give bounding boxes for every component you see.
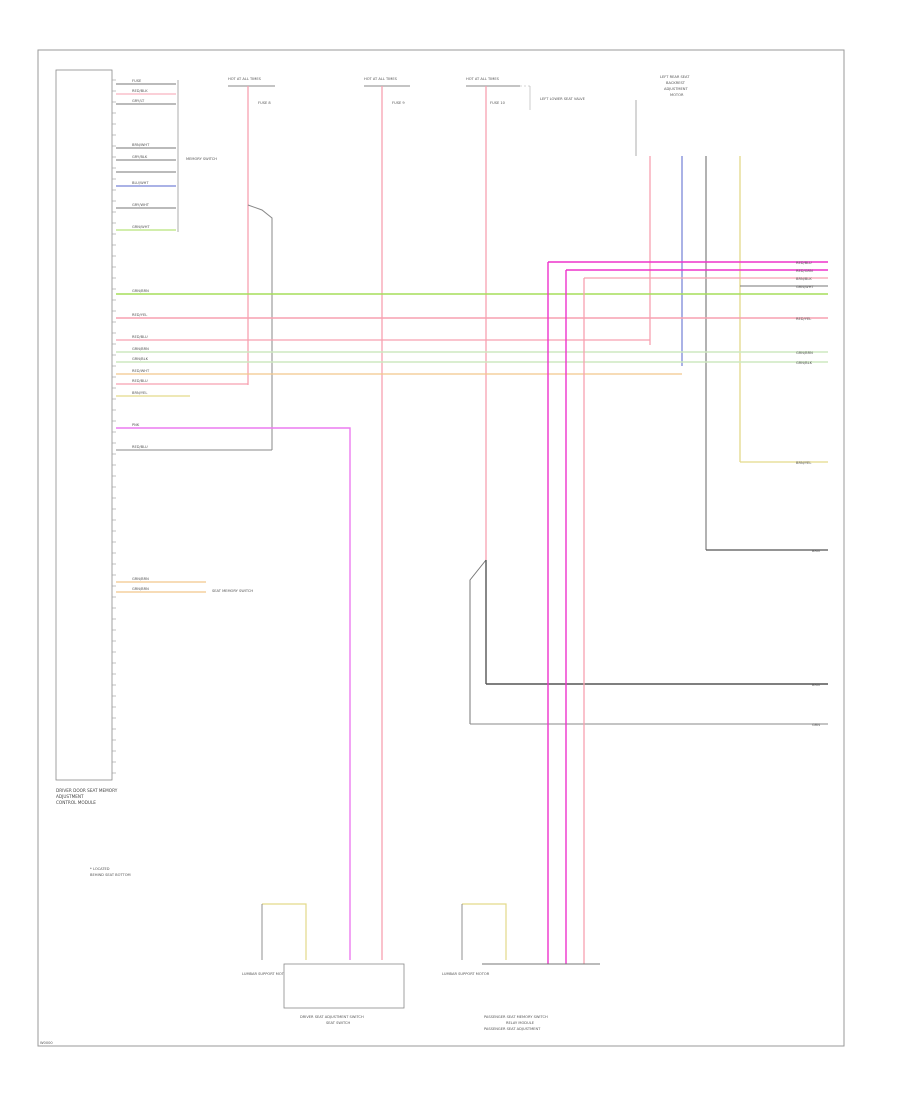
left-lower-seat-valve: LEFT LOWER SEAT VALVE xyxy=(540,97,586,101)
pin-label-5: BLU/WHT xyxy=(132,181,149,185)
right-label-9: BRN xyxy=(812,683,820,687)
page-id: W0000 xyxy=(40,1041,53,1045)
module-pin-ticks xyxy=(112,79,116,774)
module-caption-3: CONTROL MODULE xyxy=(56,800,96,805)
bottom-drops xyxy=(547,262,585,964)
right-label-3: GRN/WHT xyxy=(796,285,814,289)
mid-label-grn-brn-2: GRN/BRN xyxy=(132,587,149,591)
module-caption-2: ADJUSTMENT xyxy=(56,794,84,799)
seat-memory-control-module[interactable] xyxy=(55,69,113,781)
bus-label-2: RED/BLU xyxy=(132,335,148,339)
right-label-10: GRN xyxy=(812,723,820,727)
driver-seat-caption-1: DRIVER SEAT ADJUSTMENT SWITCH xyxy=(300,1015,364,1019)
right-label-2: BRN/BLK xyxy=(796,277,812,281)
mid-label-grn-brn-1: GRN/BRN xyxy=(132,577,149,581)
pass-seat-caption-3: PASSENGER SEAT ADJUSTMENT xyxy=(484,1027,541,1031)
right-label-8: BRN xyxy=(812,549,820,553)
fuse-label-1: HOT AT ALL TIMES xyxy=(228,77,262,81)
right-module-3: ADJUSTMENT xyxy=(664,87,688,91)
footnote-2: BEHIND SEAT BOTTOM xyxy=(90,873,131,877)
mid-label-red-blu: RED/BLU xyxy=(132,445,148,449)
lumbar-left-label: LUMBAR SUPPORT MOTOR xyxy=(242,972,290,976)
pin-label-4: GRY/BLK xyxy=(132,155,148,159)
memory-switch-leads xyxy=(116,80,179,232)
mid-label-seat-switch: SEAT MEMORY SWITCH xyxy=(212,589,253,593)
right-label-4: RED/YEL xyxy=(796,317,811,321)
vertical-wires xyxy=(247,86,741,960)
fuse-bus xyxy=(228,85,531,110)
bus-label-4: GRN/BLK xyxy=(132,357,149,361)
pass-seat-caption-1: PASSENGER SEAT MEMORY SWITCH xyxy=(484,1015,548,1019)
right-module-2: BACKREST xyxy=(666,81,686,85)
right-label-6: GRN/BLK xyxy=(796,361,813,365)
fuse-label-3: HOT AT ALL TIMES xyxy=(466,77,500,81)
bus-label-0: GRN/BRN xyxy=(132,289,149,293)
pin-label-3: BRN/WHT xyxy=(132,143,150,147)
driver-seat-switch[interactable] xyxy=(283,963,405,1009)
lumbar-motor-right[interactable] xyxy=(461,903,507,960)
driver-seat-caption-2: SEAT SWITCH xyxy=(326,1021,350,1025)
pin-label-1: RED/BLK xyxy=(132,89,148,93)
pin-label-0: FUSE xyxy=(132,79,142,83)
bus-label-7: BRN/YEL xyxy=(132,391,147,395)
lumbar-motor-left[interactable] xyxy=(261,903,307,960)
right-label-7: BRN/YEL xyxy=(796,461,811,465)
mid-label-pnk: PNK xyxy=(132,423,140,427)
component-fuse-9: FUSE 9 xyxy=(392,101,405,105)
bus-label-1: RED/YEL xyxy=(132,313,147,317)
bus-label-3: GRN/BRN xyxy=(132,347,149,351)
right-label-1: RED/GRN xyxy=(796,269,813,273)
pin-label-2: GRY/LT xyxy=(132,99,145,103)
bus-label-5: RED/WHT xyxy=(132,369,150,373)
memory-switch-label: MEMORY SWITCH xyxy=(186,157,217,161)
pin-label-6: GRY/WHT xyxy=(132,203,150,207)
right-module-4: MOTOR xyxy=(670,93,684,97)
right-label-0: RED/BLU xyxy=(796,261,812,265)
component-fuse-8: FUSE 8 xyxy=(258,101,271,105)
module-caption-1: DRIVER DOOR SEAT MEMORY xyxy=(56,788,118,793)
bus-label-6: RED/BLU xyxy=(132,379,148,383)
lumbar-right-label: LUMBAR SUPPORT MOTOR xyxy=(442,972,490,976)
pin-label-7: GRN/WHT xyxy=(132,225,150,229)
footnote-1: * LOCATED xyxy=(90,867,110,871)
component-fuse-10: FUSE 10 xyxy=(490,101,506,105)
diagram-frame xyxy=(37,49,845,1047)
fuse-label-2: HOT AT ALL TIMES xyxy=(364,77,398,81)
right-label-5: GRN/BRN xyxy=(796,351,813,355)
pass-seat-caption-2: RELAY MODULE xyxy=(506,1021,535,1025)
right-module-1: LEFT REAR SEAT xyxy=(660,75,690,79)
horizontal-buses xyxy=(116,261,828,960)
